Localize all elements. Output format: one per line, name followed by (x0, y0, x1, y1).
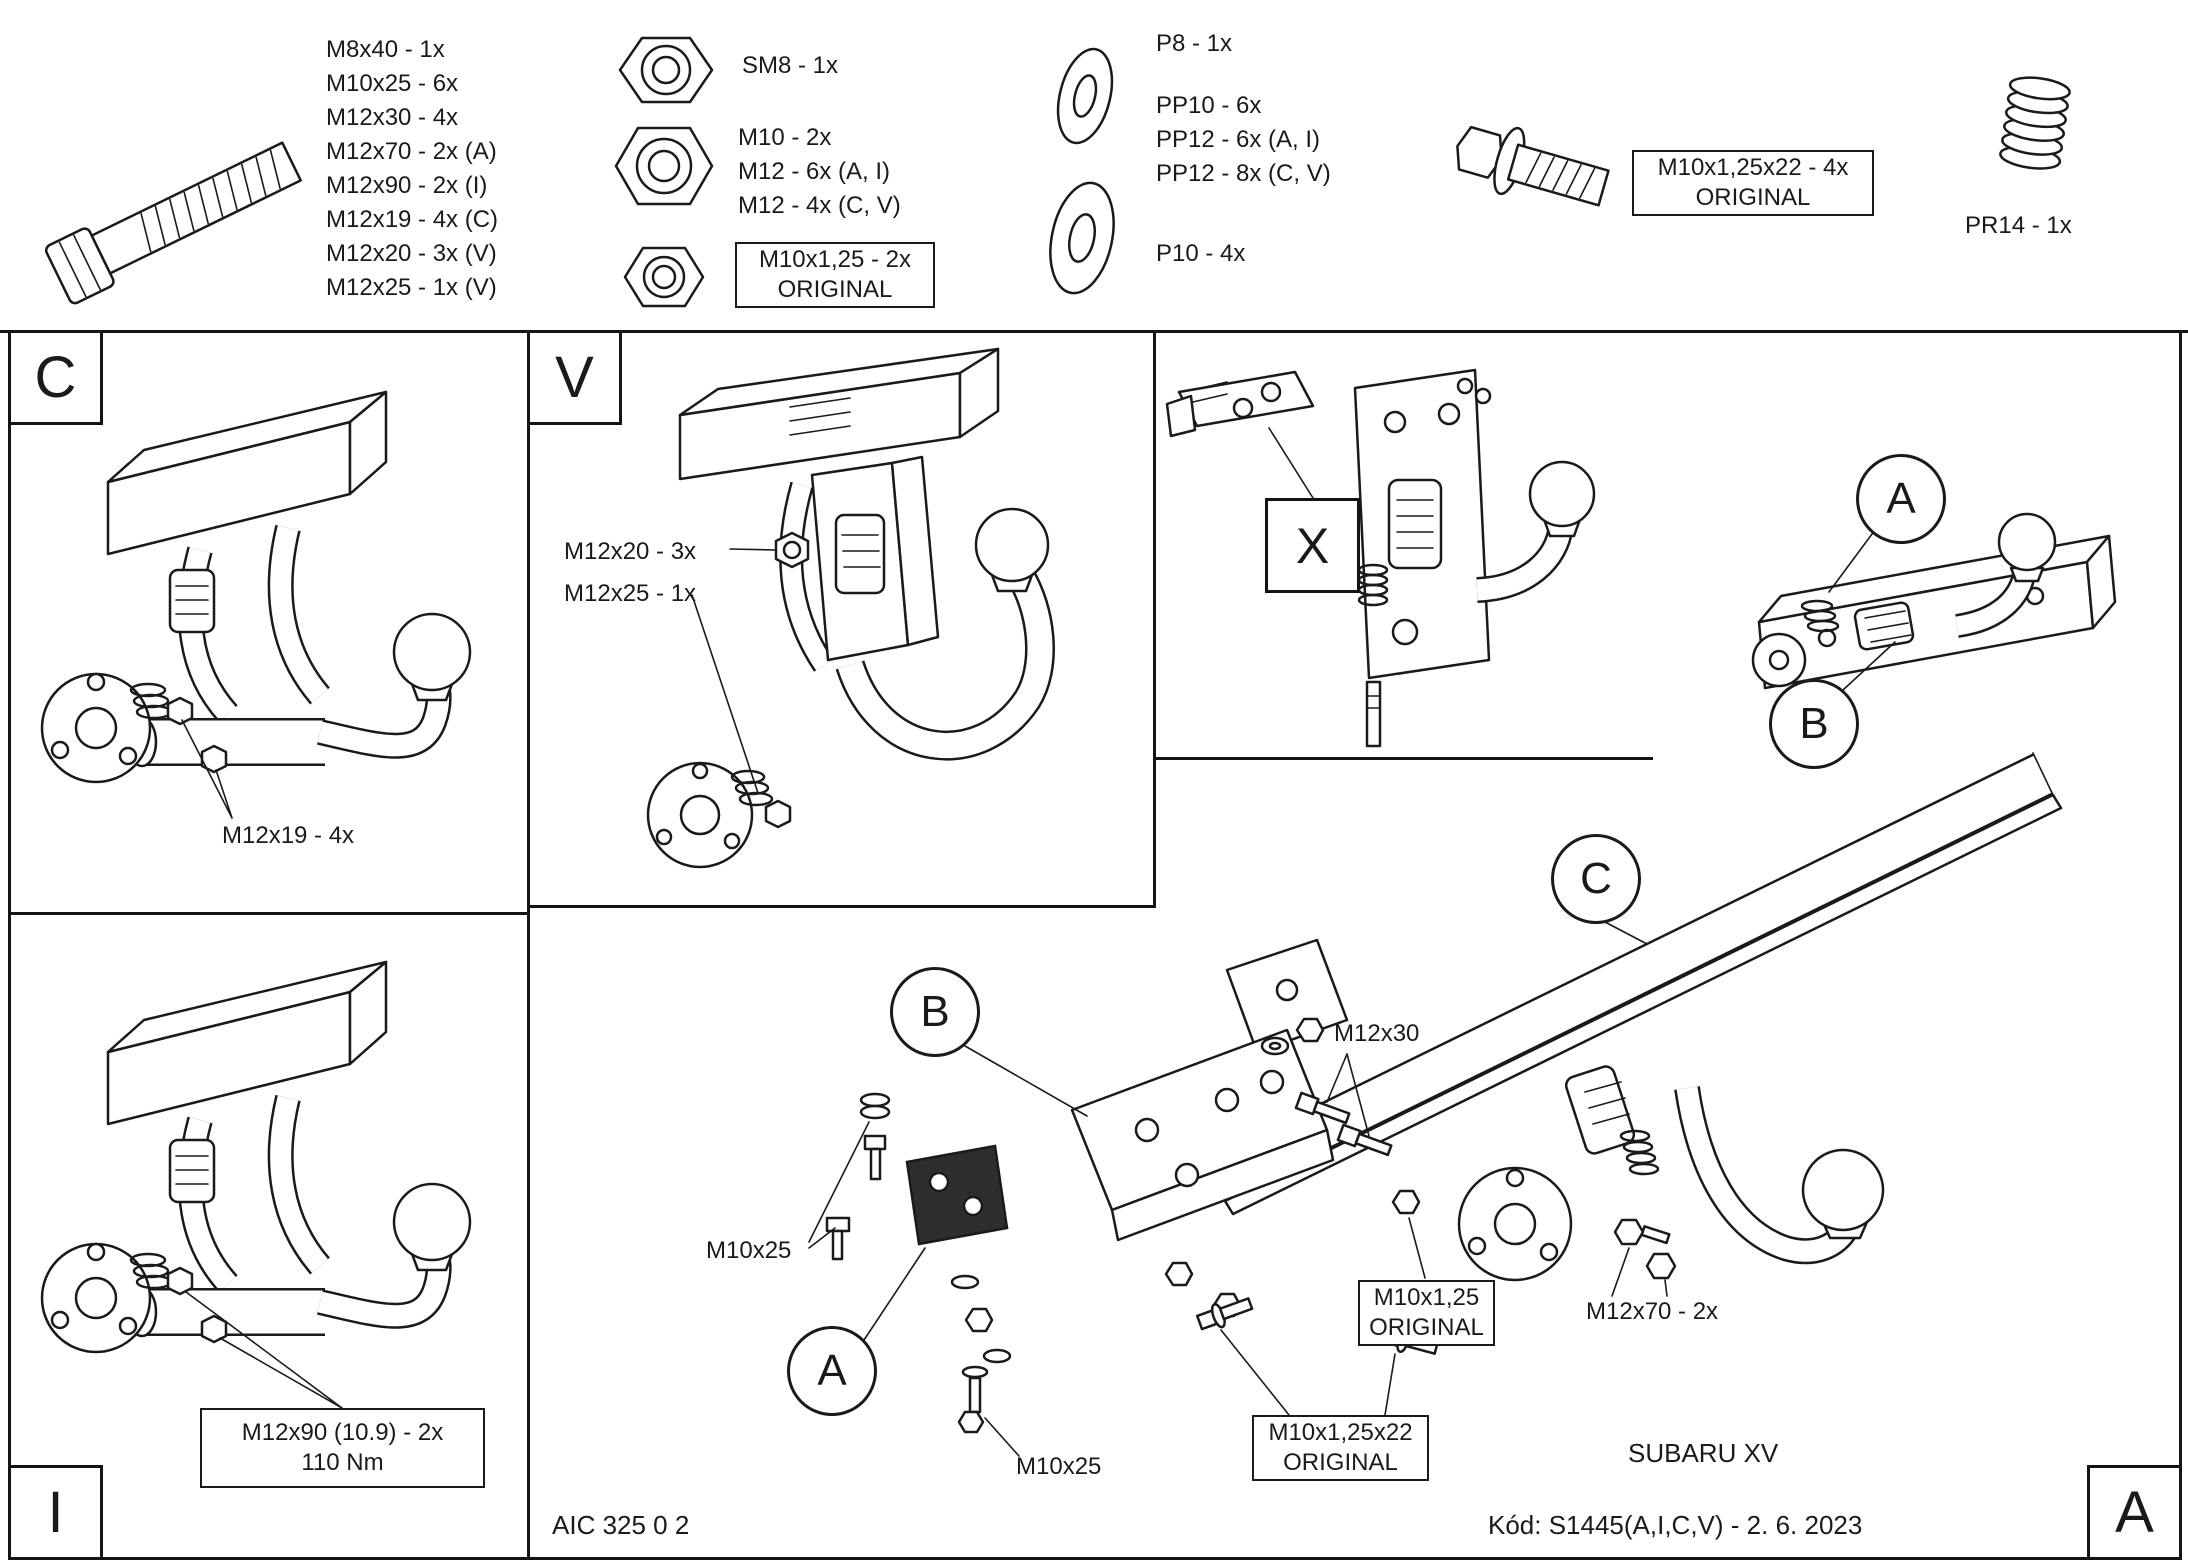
main-assembly-drawing (808, 368, 2117, 1457)
main-m12x70-label: M12x70 - 2x (1586, 1298, 1719, 1325)
hex-nut-icon (614, 126, 714, 206)
bolt-label-5: M12x90 - 2x (I) (326, 172, 488, 199)
washer-p10-icon (1049, 181, 1115, 295)
callout-c-main: C (1551, 834, 1641, 924)
main-m12x30-label: M12x30 (1334, 1020, 1420, 1047)
washer-label-2: PP12 - 6x (A, I) (1156, 126, 1321, 153)
washer-label-1: PP10 - 6x (1156, 92, 1262, 119)
washer-p8-icon (1056, 47, 1114, 145)
frame-bottom-line (8, 1557, 2182, 1560)
main-orig-nut-line1: M10x1,25 (1373, 1284, 1480, 1311)
spring-icon (1999, 76, 2071, 170)
sheet-letter: A (2115, 1480, 2154, 1545)
lock-nut-icon (618, 36, 714, 104)
callout-b-main: B (890, 967, 980, 1057)
main-orig-bolt-line2: ORIGINAL (1283, 1449, 1398, 1476)
flange-bolt-line1: M10x1,25x22 - 4x (1657, 154, 1849, 181)
panel-i-torque-line2: 110 Nm (301, 1449, 384, 1476)
panel-v-right-line (1153, 330, 1156, 908)
frame-right-line (2179, 330, 2182, 1560)
bolt-label-1: M8x40 - 1x (326, 36, 445, 63)
nut-label-2: M12 - 6x (A, I) (738, 158, 891, 185)
nut-sm8-label: SM8 - 1x (742, 52, 839, 79)
vehicle-name: SUBARU XV (1628, 1438, 1779, 1468)
original-nut-line2: ORIGINAL (777, 276, 893, 303)
washer-p10-label: P10 - 4x (1156, 240, 1246, 267)
callout-b-top: B (1769, 679, 1859, 769)
panel-v-letter-box: V (527, 330, 622, 425)
doc-code: AIC 325 0 2 (552, 1510, 690, 1540)
callout-b-main-letter: B (920, 987, 950, 1036)
kod-line: Kód: S1445(A,I,C,V) - 2. 6. 2023 (1488, 1510, 1863, 1540)
panel-i-torque-box: M12x90 (10.9) - 2x 110 Nm (200, 1408, 485, 1488)
frame-left-line (8, 330, 11, 1560)
sheet-letter-box: A (2087, 1465, 2182, 1560)
panel-i-drawing (40, 960, 472, 1409)
bolt-label-2: M10x25 - 6x (326, 70, 459, 97)
callout-a-main: A (787, 1326, 877, 1416)
callout-a-top: A (1856, 454, 1946, 544)
header-divider-line (0, 330, 2188, 333)
original-nut-icon (623, 246, 705, 308)
panel-c-i-divider-line (8, 912, 530, 915)
panel-c-bolt-label: M12x19 - 4x (222, 822, 355, 849)
original-nut-box: M10x1,25 - 2x ORIGINAL (735, 242, 935, 308)
main-orig-nut-box: M10x1,25 ORIGINAL (1358, 1280, 1495, 1346)
panel-v-label-1: M12x20 - 3x (564, 538, 697, 565)
bolt-label-4: M12x70 - 2x (A) (326, 138, 497, 165)
panel-v-label-2: M12x25 - 1x (564, 580, 697, 607)
callout-a-top-letter: A (1886, 474, 1916, 523)
panel-c-letter: C (34, 345, 77, 410)
main-orig-nut-line2: ORIGINAL (1369, 1314, 1484, 1341)
panel-i-letter: I (47, 1480, 64, 1545)
callout-a-main-letter: A (817, 1346, 847, 1395)
nut-label-1: M10 - 2x (738, 124, 832, 151)
bolt-label-7: M12x20 - 3x (V) (326, 240, 497, 267)
bolt-label-6: M12x19 - 4x (C) (326, 206, 499, 233)
nut-label-3: M12 - 4x (C, V) (738, 192, 901, 219)
x-detail-box: X (1265, 498, 1360, 593)
washer-p8-label: P8 - 1x (1156, 30, 1233, 57)
main-m10x25-left-label: M10x25 (706, 1237, 792, 1264)
panel-c-drawing (40, 390, 472, 819)
panel-v-bottom-line (527, 905, 1156, 908)
main-m10x25-bottom-label: M10x25 (1016, 1453, 1102, 1480)
flange-bolt-line2: ORIGINAL (1695, 184, 1811, 211)
original-nut-line1: M10x1,25 - 2x (758, 246, 912, 273)
panel-v-letter: V (555, 345, 594, 410)
bolt-label-8: M12x25 - 1x (V) (326, 274, 497, 301)
panel-i-torque-line1: M12x90 (10.9) - 2x (241, 1419, 444, 1446)
panel-v-drawing (646, 347, 1055, 869)
main-orig-bolt-line1: M10x1,25x22 (1268, 1419, 1413, 1446)
callout-c-main-letter: C (1580, 854, 1612, 903)
callout-b-top-letter: B (1799, 699, 1829, 748)
panel-x-bottom-line (1153, 757, 1653, 760)
x-detail-letter: X (1295, 517, 1330, 574)
left-column-divider-line (527, 330, 530, 1560)
flange-bolt-icon (1456, 125, 1610, 207)
panel-c-letter-box: C (8, 330, 103, 425)
panel-i-letter-box: I (8, 1465, 103, 1560)
hex-bolt-icon (44, 141, 302, 305)
original-flange-bolt-box: M10x1,25x22 - 4x ORIGINAL (1632, 150, 1874, 216)
spring-label: PR14 - 1x (1965, 212, 2072, 239)
main-orig-bolt-box: M10x1,25x22 ORIGINAL (1252, 1415, 1429, 1481)
washer-label-3: PP12 - 8x (C, V) (1156, 160, 1331, 187)
bolt-label-3: M12x30 - 4x (326, 104, 459, 131)
